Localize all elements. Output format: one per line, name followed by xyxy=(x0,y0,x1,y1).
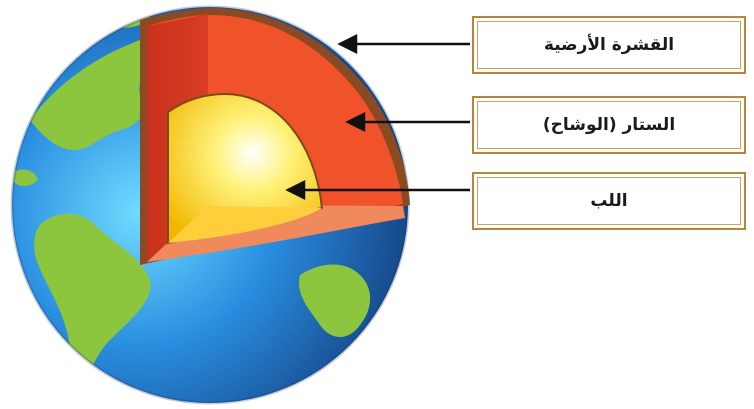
label-crust-text: القشرة الأرضية xyxy=(543,35,675,55)
continent-east xyxy=(299,264,371,338)
arrow-core-head xyxy=(285,179,306,201)
cutaway xyxy=(140,8,410,265)
label-mantle-text: الستار (الوشاح) xyxy=(542,115,676,135)
label-core-text: اللب xyxy=(590,191,628,211)
continents xyxy=(12,13,371,390)
label-crust: القشرة الأرضية xyxy=(472,16,746,74)
continent-south-america xyxy=(34,213,151,390)
arrow-mantle-head xyxy=(345,111,366,133)
arrow-crust-head xyxy=(337,33,358,55)
arrows xyxy=(285,33,470,201)
core-bottom xyxy=(168,206,322,243)
continent-north xyxy=(30,38,164,151)
label-core: اللب xyxy=(472,172,746,230)
core-layer xyxy=(167,92,324,245)
continent-small xyxy=(12,169,38,187)
label-mantle: الستار (الوشاح) xyxy=(472,96,746,154)
